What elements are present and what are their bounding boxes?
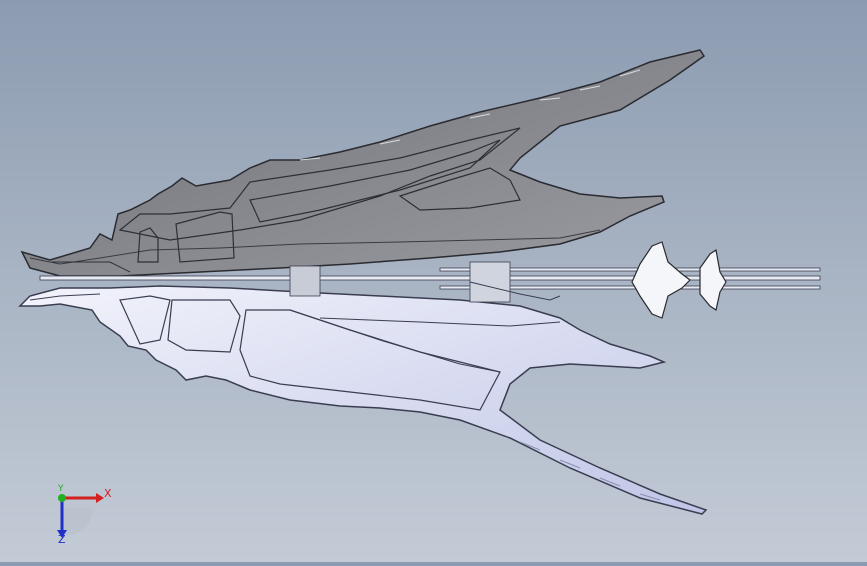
y-axis-dot	[58, 494, 66, 502]
triad-labels: X Y Z	[40, 478, 120, 548]
x-axis-arrowhead	[96, 493, 104, 503]
central-rods[interactable]	[39, 261, 821, 303]
z-axis-label: Z	[58, 533, 66, 546]
z-axis-arrowhead	[57, 530, 67, 538]
view-triad	[57, 493, 104, 538]
y-axis-label: Y	[58, 484, 64, 494]
upper-wing[interactable]	[20, 49, 706, 277]
tail-fin[interactable]	[631, 241, 727, 319]
lower-wing[interactable]	[18, 285, 708, 515]
x-axis-label: X	[104, 487, 112, 500]
